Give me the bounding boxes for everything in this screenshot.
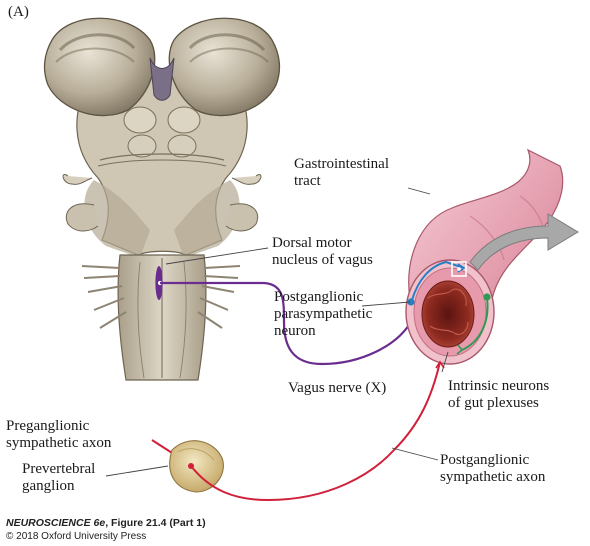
gut-lumen: [421, 280, 475, 348]
copyright-notice: © 2018 Oxford University Press: [6, 531, 147, 542]
book-title: NEUROSCIENCE 6e: [6, 517, 106, 529]
left-thalamus: [43, 17, 156, 117]
figure-credit: NEUROSCIENCE 6e, Figure 21.4 (Part 1): [6, 517, 206, 529]
figure-reference: , Figure 21.4 (Part 1): [105, 517, 206, 529]
panel-label: (A): [8, 4, 29, 20]
prevertebral-ganglion: [169, 440, 224, 493]
postganglionic-sympathetic-axon: [190, 361, 441, 502]
right-thalamus: [168, 17, 281, 117]
magnification-box: [451, 261, 467, 277]
label-vagus-nerve: Vagus nerve (X): [288, 380, 387, 396]
leader-lines: [105, 187, 449, 477]
intrinsic-neuron-axon: [461, 297, 489, 351]
brainstem-illustration: [43, 17, 281, 381]
postganglionic-parasympathetic-terminal: [457, 263, 466, 273]
intrinsic-neuron-soma: [483, 293, 491, 301]
postganglionic-parasympathetic-axon: [411, 260, 465, 301]
continuation-arrow: [469, 213, 579, 271]
vagus-nerve-path: [160, 281, 413, 366]
postganglionic-parasympathetic-soma: [407, 298, 415, 306]
